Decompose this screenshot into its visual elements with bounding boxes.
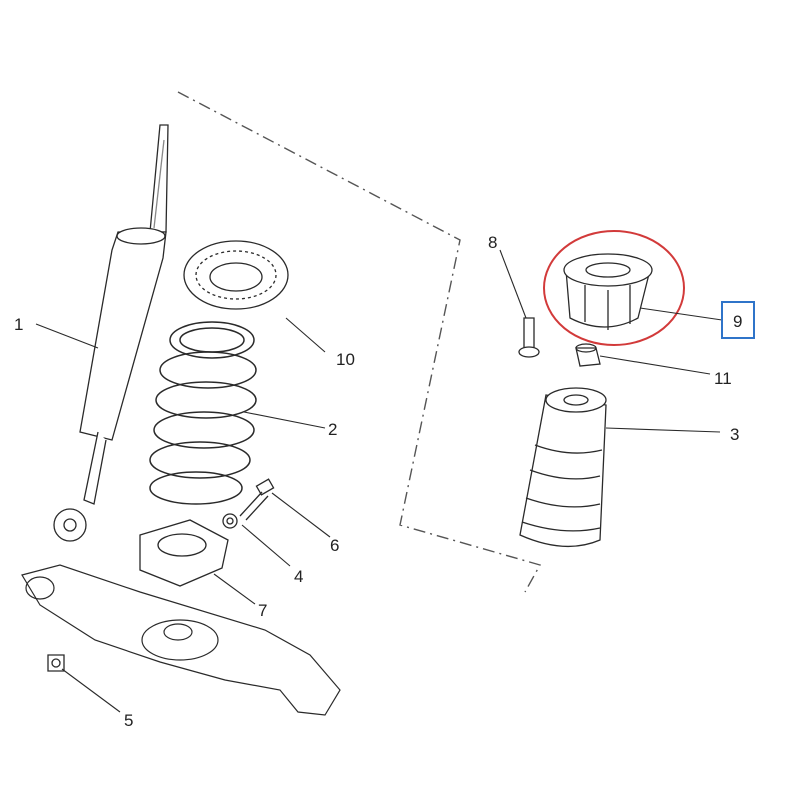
callout-2: 2: [328, 420, 337, 439]
callout-5: 5: [124, 711, 133, 730]
callout-3: 3: [730, 425, 739, 444]
highlight-ellipse: [543, 230, 685, 346]
callout-11: 11: [714, 369, 732, 388]
top-mount: [564, 254, 652, 330]
group-boundary-dashed: [177, 91, 542, 593]
selected-callout-box: [721, 301, 755, 339]
callout-10: 10: [336, 350, 355, 369]
bump-stop-nut: [576, 344, 600, 366]
callout-6: 6: [330, 536, 339, 555]
shock-absorber: [54, 125, 168, 541]
callout-1: 1: [14, 315, 23, 334]
lower-spring-seat: [140, 520, 228, 586]
dust-boot: [520, 388, 606, 546]
mount-bolt: [519, 318, 539, 357]
coil-spring: [150, 322, 256, 504]
callout-9: 9: [733, 312, 742, 331]
spring-seat-bolt: [240, 479, 274, 520]
leader-lines: [35, 249, 723, 713]
callout-4: 4: [294, 567, 303, 586]
small-nut: [223, 514, 237, 528]
upper-spring-pad: [184, 241, 288, 309]
arm-nut: [48, 655, 64, 671]
callout-7: 7: [258, 601, 267, 620]
lower-control-arm: [22, 565, 340, 715]
callout-8: 8: [488, 233, 497, 252]
